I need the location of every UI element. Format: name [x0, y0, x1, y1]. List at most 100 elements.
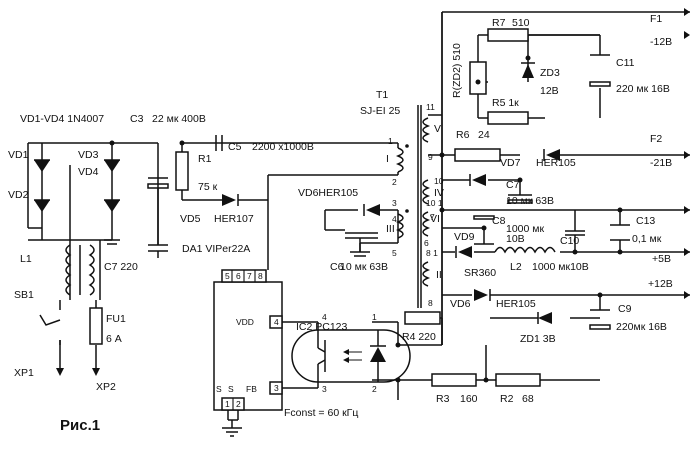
label-xp2: XP2	[96, 381, 116, 393]
ic-pin-3: 3	[274, 383, 279, 393]
capacitor-c13	[610, 224, 630, 241]
label-da1: DA1 VIPer22A	[182, 243, 250, 255]
ic-pin-s2: S	[228, 384, 234, 394]
pin-11: 11	[426, 102, 435, 112]
capacitor-c8	[473, 215, 495, 245]
pin-5: 5	[392, 248, 397, 258]
figure-label: Рис.1	[60, 417, 100, 434]
label-r5: R5 1к	[492, 97, 519, 109]
label-r6: R6	[456, 129, 470, 141]
label-zd3: ZD3	[540, 67, 560, 79]
winding-iv: IV	[434, 187, 444, 199]
label-vd5: VD5	[180, 213, 201, 225]
ic-pin-2: 2	[236, 399, 241, 409]
label-r1: R1	[198, 153, 212, 165]
label-vd9-type: SR360	[464, 267, 496, 279]
pin-8-1: 8 1	[426, 248, 438, 258]
capacitor-c6	[325, 229, 378, 257]
fuse-fu1	[89, 307, 103, 345]
label-t1-type: SJ-EI 25	[360, 105, 400, 117]
output-arrows	[684, 8, 690, 299]
resistor-r1	[175, 151, 189, 191]
pin-1: 1	[388, 136, 393, 146]
label-v-m21: -21В	[650, 157, 672, 169]
diode-vd6	[474, 289, 491, 301]
winding-i: I	[386, 153, 389, 165]
winding-vi: VI	[430, 213, 440, 225]
label-c3: C3	[130, 113, 144, 125]
ic-pin-6: 6	[236, 271, 241, 281]
label-r1-value: 75 к	[198, 181, 218, 193]
ic-pin-vdd: VDD	[236, 317, 254, 327]
resistor-r4	[404, 311, 441, 325]
label-vd2: VD2	[8, 189, 29, 201]
label-c6: C6	[330, 261, 344, 273]
label-fconst: Fconst = 60 кГц	[284, 407, 358, 419]
label-t1: T1	[376, 89, 388, 101]
ic-pin-fb: FB	[246, 384, 257, 394]
capacitor-c9	[589, 309, 611, 330]
plug-ends	[56, 368, 100, 376]
ic-pin-8: 8	[258, 271, 263, 281]
label-c7: C7	[506, 179, 520, 191]
label-c8-value1: 1000 мк	[506, 223, 544, 235]
capacitor-c3	[147, 177, 169, 245]
labels: F1 -12В F2 -21В +5В +12В VD1-VD4 1N4007 …	[8, 13, 673, 434]
capacitor-c11	[589, 54, 611, 87]
label-c10: C10	[560, 235, 579, 247]
ic-pin-7: 7	[247, 271, 252, 281]
label-f1: F1	[650, 13, 662, 25]
label-r2: R2	[500, 393, 514, 405]
label-v-m12: -12В	[650, 36, 672, 48]
label-c9: C9	[618, 303, 632, 315]
winding-v: V	[434, 123, 441, 135]
opto-pin-3: 3	[322, 384, 327, 394]
label-r4: R4 220	[402, 331, 436, 343]
pin-9: 9	[428, 152, 433, 162]
pin-2: 2	[392, 177, 397, 187]
opto-pin-1: 1	[372, 312, 377, 322]
label-r2-value: 68	[522, 393, 534, 405]
bridge-diodes	[34, 159, 120, 212]
capacitor-c7	[507, 194, 533, 204]
label-vd6: VD6	[450, 298, 471, 310]
ground-ic	[222, 427, 242, 437]
label-r3-value: 160	[460, 393, 478, 405]
label-vd9: VD9	[454, 231, 475, 243]
label-l2: L2	[510, 261, 522, 273]
label-r6-value: 24	[478, 129, 490, 141]
label-c13-value: 0,1 мк	[632, 233, 662, 245]
label-vd1: VD1	[8, 149, 29, 161]
resistor-r7	[487, 28, 529, 42]
label-r3: R3	[436, 393, 450, 405]
label-v-p12: +12В	[648, 278, 673, 290]
winding-ii: II	[436, 269, 442, 281]
capacitor-c7-input	[148, 244, 168, 258]
inductor-l1	[65, 244, 95, 296]
resistor-r3	[431, 373, 477, 387]
label-c6-value: 10 мк 63В	[340, 261, 388, 273]
label-l1: L1	[20, 253, 32, 265]
label-c13: C13	[636, 215, 655, 227]
zener-zd3	[521, 62, 535, 78]
label-r7: R7	[492, 17, 506, 29]
label-xp1: XP1	[14, 367, 34, 379]
optocoupler-ic2	[291, 322, 411, 388]
pin-10-1: 10 1	[426, 198, 443, 208]
label-vd7-type: HER105	[536, 157, 576, 169]
label-vd7: VD7	[500, 157, 521, 169]
resistor-r2	[495, 373, 541, 387]
ic-pin-s1: S	[216, 384, 222, 394]
capacitor-c10	[565, 210, 585, 236]
pin-3: 3	[392, 198, 397, 208]
label-r7-value: 510	[512, 17, 530, 29]
label-c3-value: 22 мк 400В	[152, 113, 206, 125]
label-ic2: IC2 PC123	[296, 321, 348, 333]
label-vd6-top: VD6HER105	[298, 187, 358, 199]
ic-pin3-box	[269, 381, 283, 395]
label-zd1: ZD1 3В	[520, 333, 556, 345]
opto-pin-2: 2	[372, 384, 377, 394]
label-fu1-value: 6 А	[106, 333, 122, 345]
label-c8: C8	[492, 215, 506, 227]
